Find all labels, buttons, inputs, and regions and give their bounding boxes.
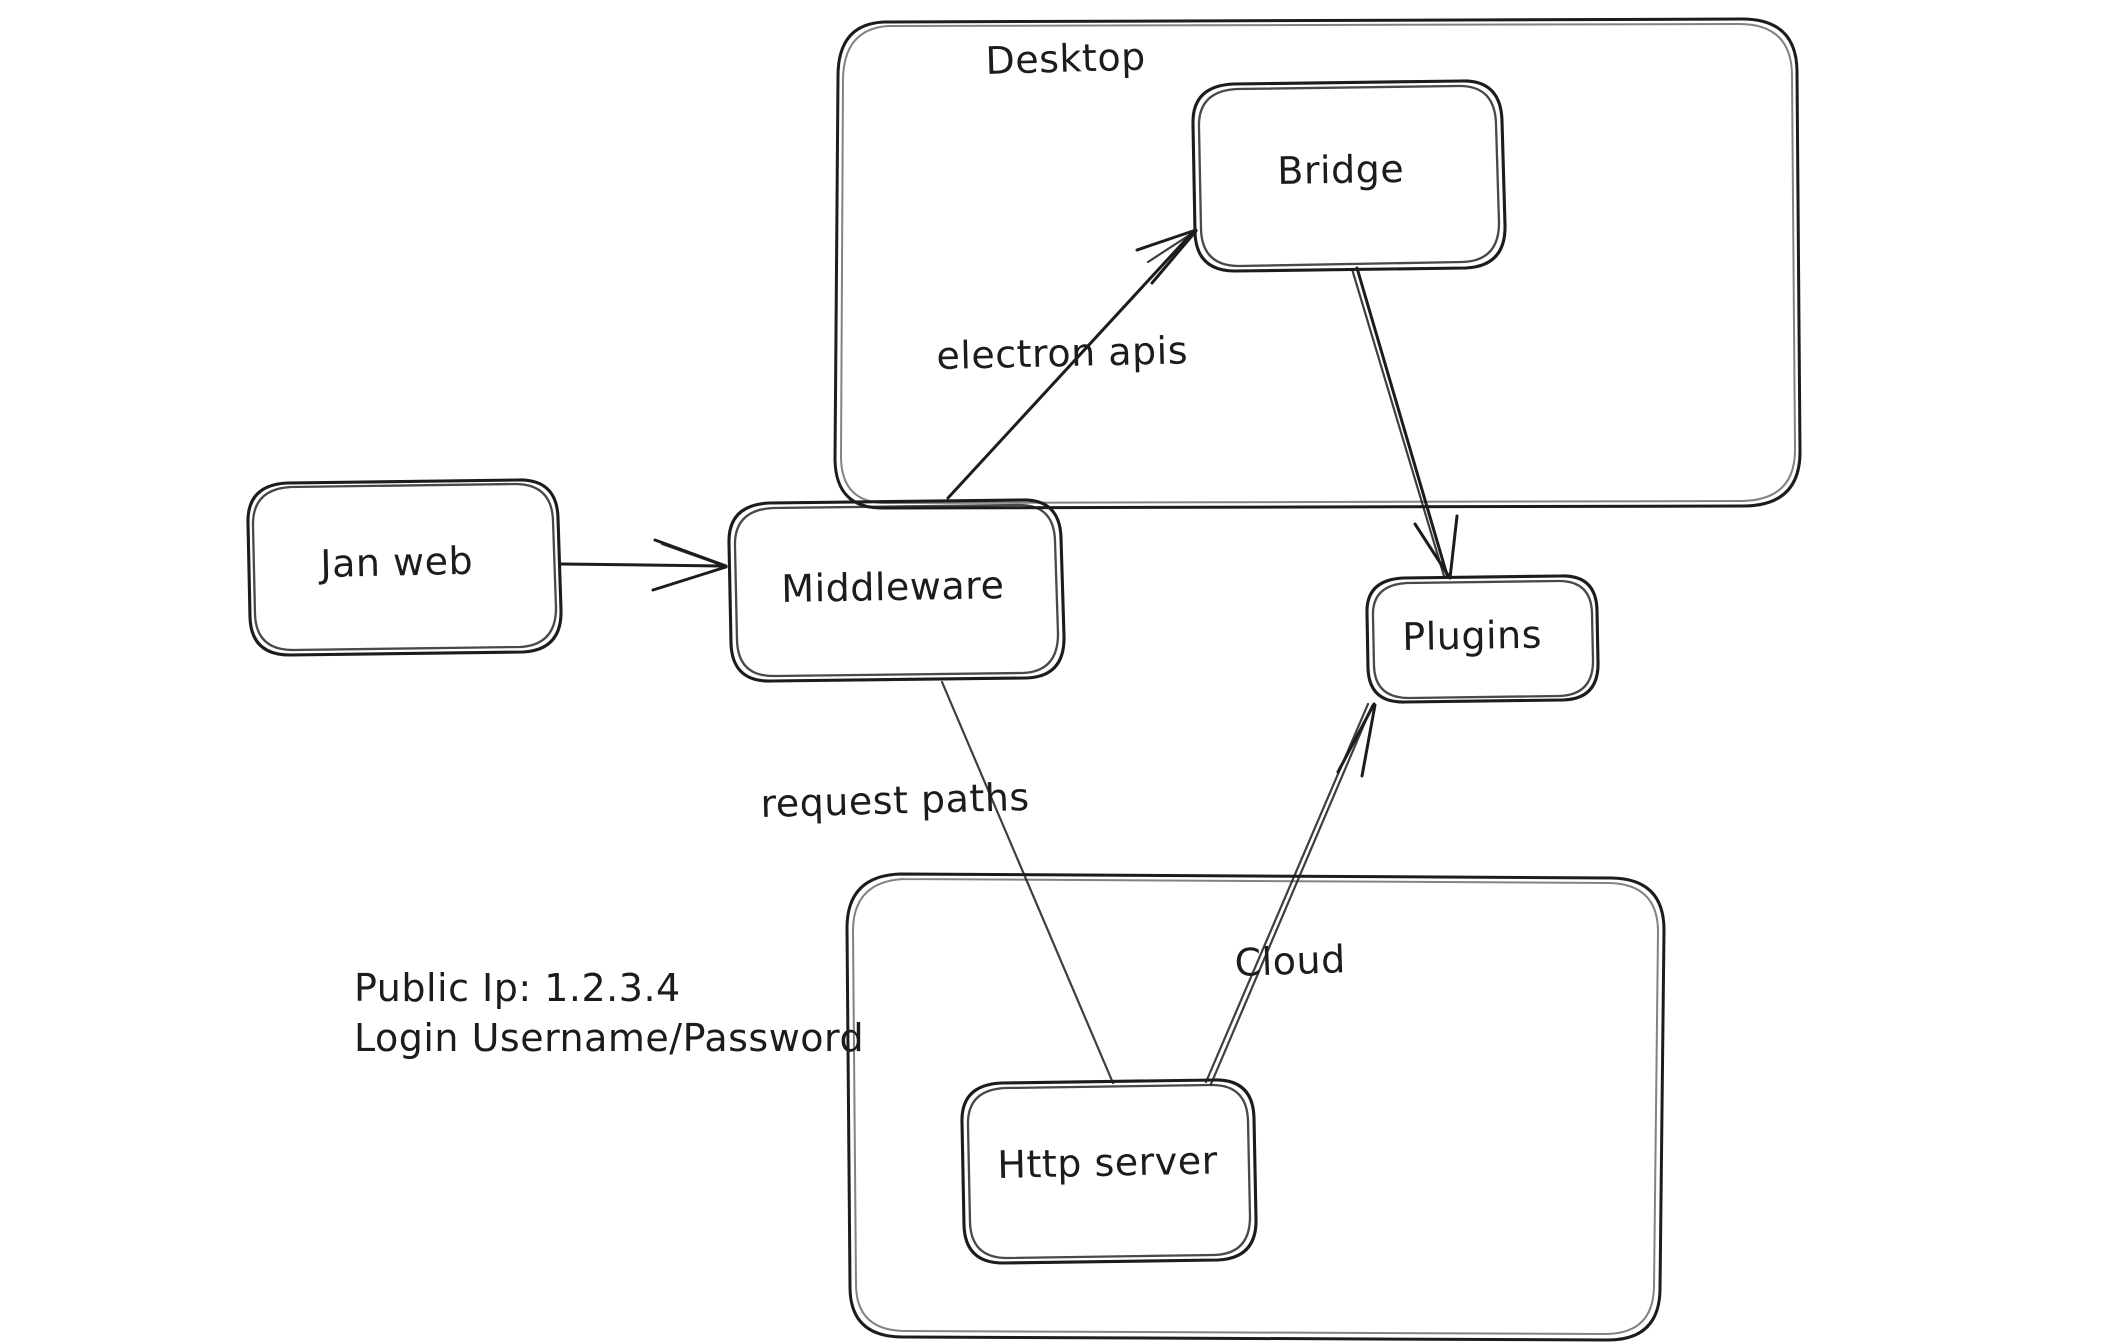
node-jan-web-outline <box>246 478 563 657</box>
note-login: Login Username/Password <box>354 1016 865 1061</box>
node-label-bridge[interactable]: Bridge <box>1276 146 1405 193</box>
container-label-desktop: Desktop <box>984 34 1147 83</box>
node-http-server-outline <box>960 1078 1258 1265</box>
node-label-plugins[interactable]: Plugins <box>1401 612 1543 659</box>
edge-label-electron-apis: electron apis <box>935 328 1189 378</box>
node-plugins-outline <box>1365 574 1600 704</box>
node-label-middleware[interactable]: Middleware <box>780 563 1005 611</box>
edge-label-cloud: Cloud <box>1233 937 1347 985</box>
edge-jan-web-to-middleware <box>559 538 728 592</box>
edge-middleware-to-http-server <box>940 680 1115 1085</box>
node-label-jan-web[interactable]: Jan web <box>319 538 474 586</box>
edge-http-server-to-plugins <box>1204 702 1377 1086</box>
edge-bridge-to-plugins <box>1350 266 1459 580</box>
container-desktop-outline <box>833 17 1802 510</box>
note-credentials: Public Ip: 1.2.3.4 Login Username/Passwo… <box>354 963 864 1063</box>
node-middleware-outline <box>727 498 1066 683</box>
note-public-ip: Public Ip: 1.2.3.4 <box>354 966 681 1010</box>
container-cloud-outline <box>845 872 1666 1342</box>
edge-middleware-to-bridge <box>946 228 1198 500</box>
edge-label-request-paths: request paths <box>759 774 1031 826</box>
node-label-http-server[interactable]: Http server <box>996 1138 1219 1187</box>
node-bridge-outline <box>1191 79 1507 273</box>
